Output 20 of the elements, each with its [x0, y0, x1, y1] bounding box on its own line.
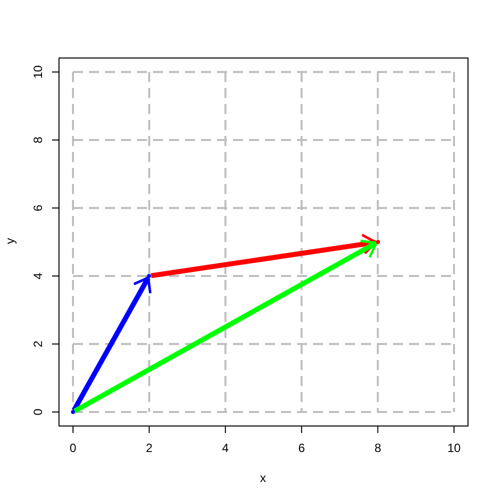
x-tick-label: 10 — [447, 441, 461, 455]
y-tick-label: 10 — [31, 65, 45, 79]
vector-point — [376, 240, 380, 244]
vector-arrow — [150, 234, 378, 278]
x-tick-label: 4 — [222, 441, 229, 455]
x-tick-label: 2 — [146, 441, 153, 455]
y-tick-label: 8 — [31, 136, 45, 144]
vector-point — [147, 274, 152, 278]
y-axis-title: y — [3, 238, 17, 244]
y-tick-label: 0 — [31, 408, 45, 416]
vector-point — [71, 410, 75, 414]
y-tick-label: 4 — [31, 272, 45, 280]
vector-arrow — [72, 276, 152, 412]
x-tick-label: 8 — [374, 441, 382, 455]
x-tick-label: 6 — [298, 441, 305, 455]
x-tick-label: 0 — [70, 441, 76, 455]
y-tick-label: 2 — [31, 340, 45, 348]
y-tick-label: 6 — [31, 204, 45, 212]
vector-arrow — [74, 240, 378, 414]
x-axis-title: x — [260, 471, 266, 485]
